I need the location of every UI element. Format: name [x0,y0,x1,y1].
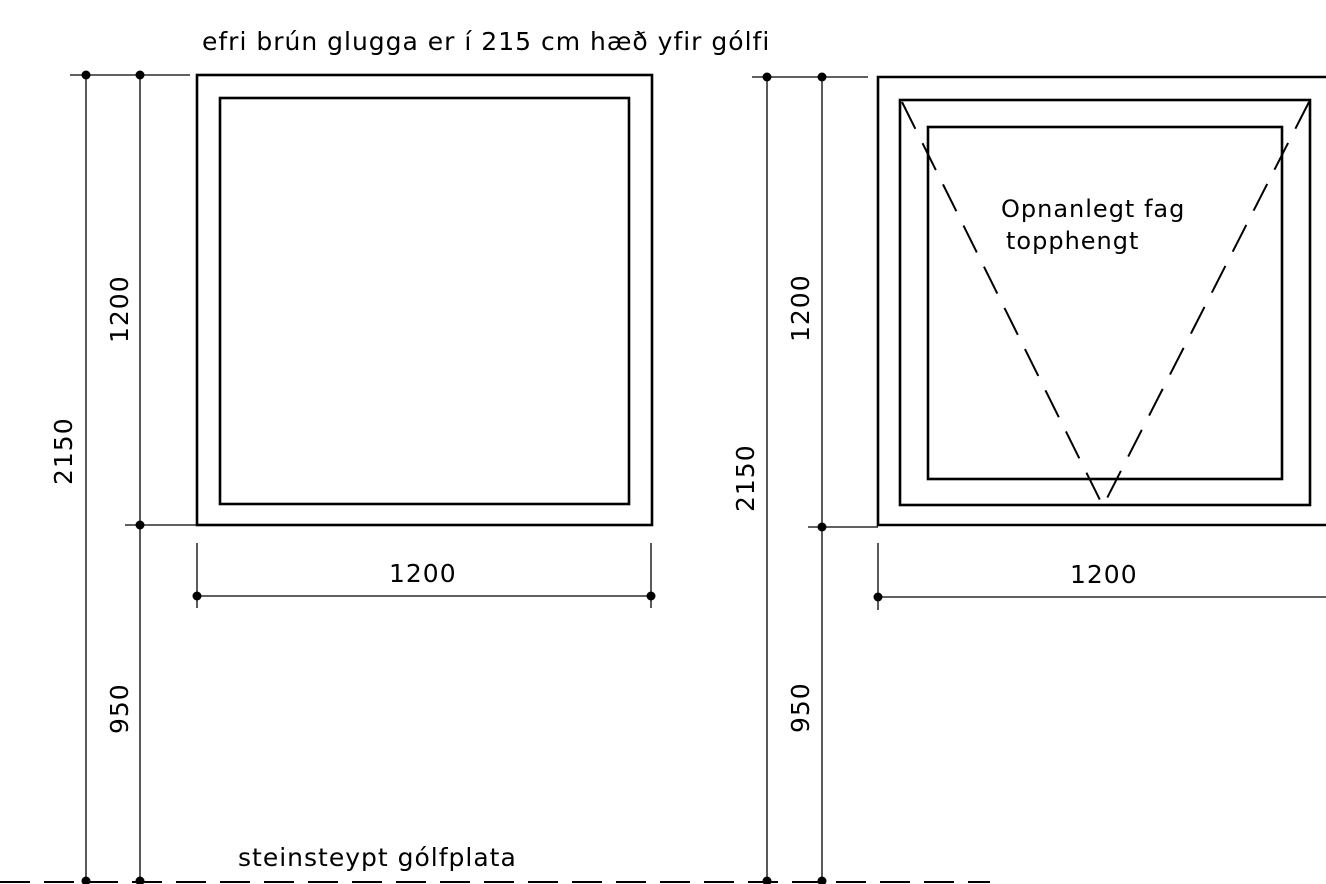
opening-indicator-right-line [1102,101,1310,507]
sash-label-line1: Opnanlegt fag [1001,195,1185,223]
fixed-window [195,73,654,527]
header-note: efri brún glugga er í 215 cm hæð yfir gó… [202,27,770,56]
opening-window-glass [926,125,1284,481]
opening-window-outer-frame [876,75,1326,527]
fixed-window-outer-frame [195,73,654,527]
opening-window-sash-frame [898,98,1312,507]
opening-width-dimension: 1200 [873,543,1326,610]
opening-window-height-label: 1200 [786,274,815,342]
opening-width-label: 1200 [1070,560,1138,589]
floor-label: steinsteypt gólfplata [238,843,517,872]
opening-height-dimension-chain: 1200 950 [786,72,878,884]
fixed-window-inner-frame [218,96,631,506]
opening-indicator-left-line [901,101,1104,507]
opening-total-height-dimension: 2150 [731,72,868,884]
opening-total-height-label: 2150 [731,444,760,512]
fixed-width-dimension: 1200 [192,543,656,608]
fixed-total-height-dimension: 2150 [49,70,190,884]
fixed-window-height-label: 1200 [105,275,134,343]
opening-window: Opnanlegt fag topphengt [876,75,1326,527]
floor-slab: steinsteypt gólfplata [0,843,990,883]
fixed-height-dimension-chain: 1200 950 [105,70,197,884]
fixed-sill-height-label: 950 [105,683,134,734]
sash-label-line2: topphengt [1006,227,1139,255]
fixed-total-height-label: 2150 [49,417,78,485]
opening-sill-height-label: 950 [786,682,815,733]
fixed-width-label: 1200 [389,559,457,588]
